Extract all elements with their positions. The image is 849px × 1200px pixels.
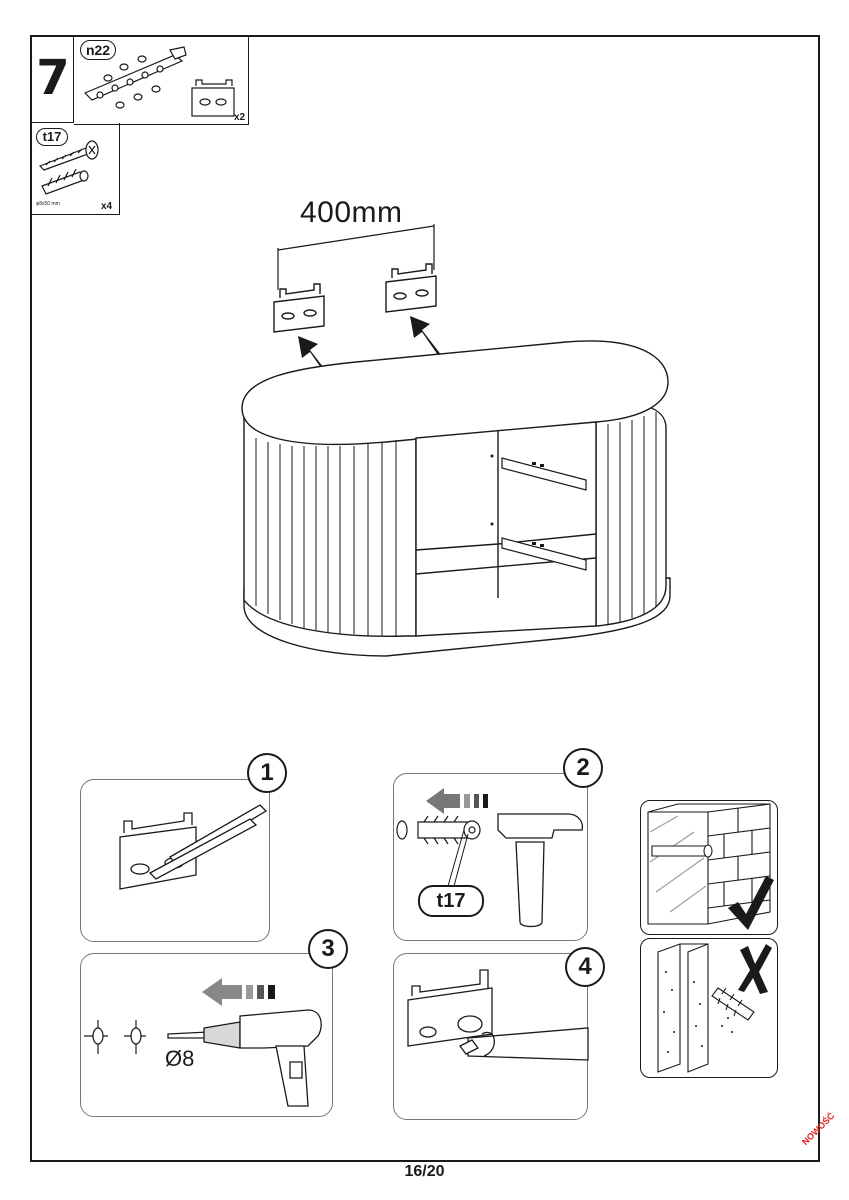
left-arrow-icon <box>202 978 275 1006</box>
dimension-line <box>277 224 435 290</box>
brick-wall-icon <box>647 803 771 925</box>
up-arrow-icon <box>410 316 442 358</box>
screw-bracket-illustration <box>407 969 589 1061</box>
leader-line <box>447 829 469 887</box>
part-code-n22: n22 <box>80 40 116 60</box>
drill-icon <box>167 1009 322 1107</box>
parts-box-t17 <box>30 123 120 215</box>
cabinet-illustration <box>241 340 671 657</box>
drill-diameter-label: Ø8 <box>165 1046 195 1071</box>
substep-4-number: 4 <box>565 947 605 987</box>
substep-1-number: 1 <box>247 753 287 793</box>
parts-box-n22 <box>74 35 249 125</box>
check-icon <box>728 876 774 930</box>
hammer-icon <box>497 813 584 928</box>
substep-3-number: 3 <box>308 929 348 969</box>
screw-and-dowel-icon <box>38 140 99 195</box>
dowel-size-note: φ8x50 mm <box>36 201 60 207</box>
mounting-rail-icon <box>83 46 187 109</box>
mark-holes-illustration <box>119 804 268 890</box>
cross-icon <box>738 944 772 994</box>
step-number-box <box>30 35 74 123</box>
quantity-n22: x2 <box>234 112 246 123</box>
wall-bracket-left <box>273 283 325 333</box>
part-code-t17: t17 <box>36 128 68 146</box>
page-frame <box>30 35 820 1162</box>
step-number: 7 <box>36 50 70 106</box>
wall-bracket-right <box>385 263 437 313</box>
page-number: 16/20 <box>404 1163 445 1180</box>
quantity-t17: x4 <box>101 201 113 212</box>
substep-2-number: 2 <box>563 748 603 788</box>
left-arrow-icon <box>426 788 488 814</box>
bracket-spacing-label: 400mm <box>300 196 403 229</box>
part-code-label: t17 <box>418 885 484 917</box>
wall-hole-marks-icon <box>84 1020 146 1054</box>
drywall-icon <box>657 943 755 1073</box>
bracket-icon <box>191 79 235 117</box>
